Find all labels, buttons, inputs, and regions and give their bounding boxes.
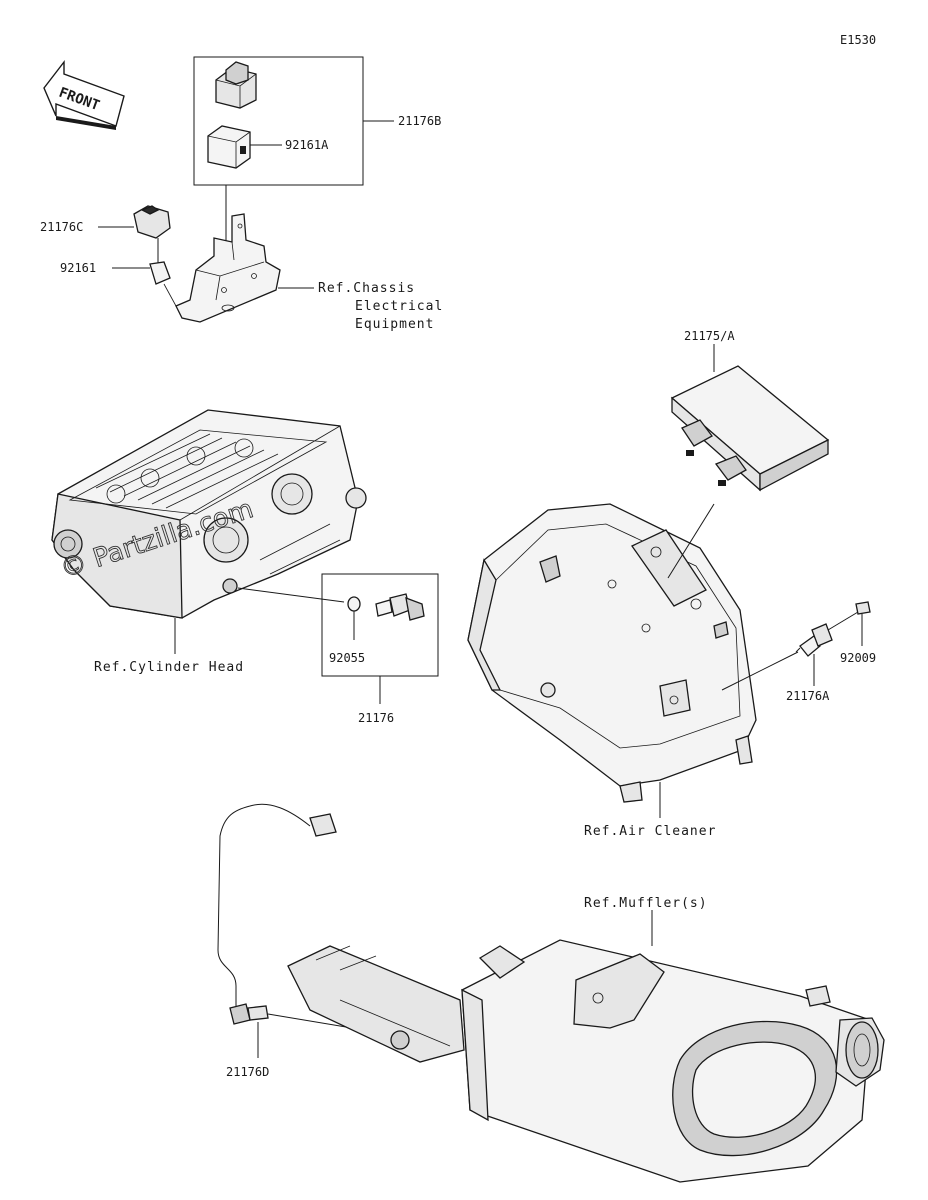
part-label-21176C: 21176C [40,220,83,234]
part-label-92055: 92055 [329,651,365,665]
part-label-21175A: 21175/A [684,329,735,343]
relay-socket-icon [207,125,251,169]
ref-cylinder-head: Ref.Cylinder Head [94,660,244,675]
washer-icon [347,596,361,612]
bolt-icon [827,601,871,631]
cylinder-head-icon [51,409,367,619]
relay-bracket-icon [175,213,281,323]
diagram-code: E1530 [840,33,876,47]
ref-air-cleaner: Ref.Air Cleaner [584,824,716,839]
part-label-92161A: 92161A [285,138,329,152]
ecu-icon [670,365,830,492]
part-label-92161: 92161 [60,261,96,275]
relay-icon [215,61,257,109]
front-arrow-icon: FRONT [43,59,125,130]
tilt-sensor-icon [133,205,171,285]
part-label-21176D: 21176D [226,1065,269,1079]
ref-chassis-line2: Electrical [355,299,443,314]
muffler-icon [287,939,885,1183]
oxygen-sensor-icon [217,803,337,1025]
part-label-21176A: 21176A [786,689,830,703]
ref-chassis-line3: Equipment [355,317,434,332]
air-cleaner-icon [467,503,757,803]
intake-air-sensor-icon [795,623,833,657]
part-label-21176: 21176 [358,711,394,725]
ref-chassis-line1: Ref.Chassis [318,281,415,296]
part-label-92009: 92009 [840,651,876,665]
water-temp-sensor-icon [375,593,425,621]
ref-mufflers: Ref.Muffler(s) [584,896,708,911]
relay-group-box [193,56,364,186]
part-label-21176B: 21176B [398,114,441,128]
